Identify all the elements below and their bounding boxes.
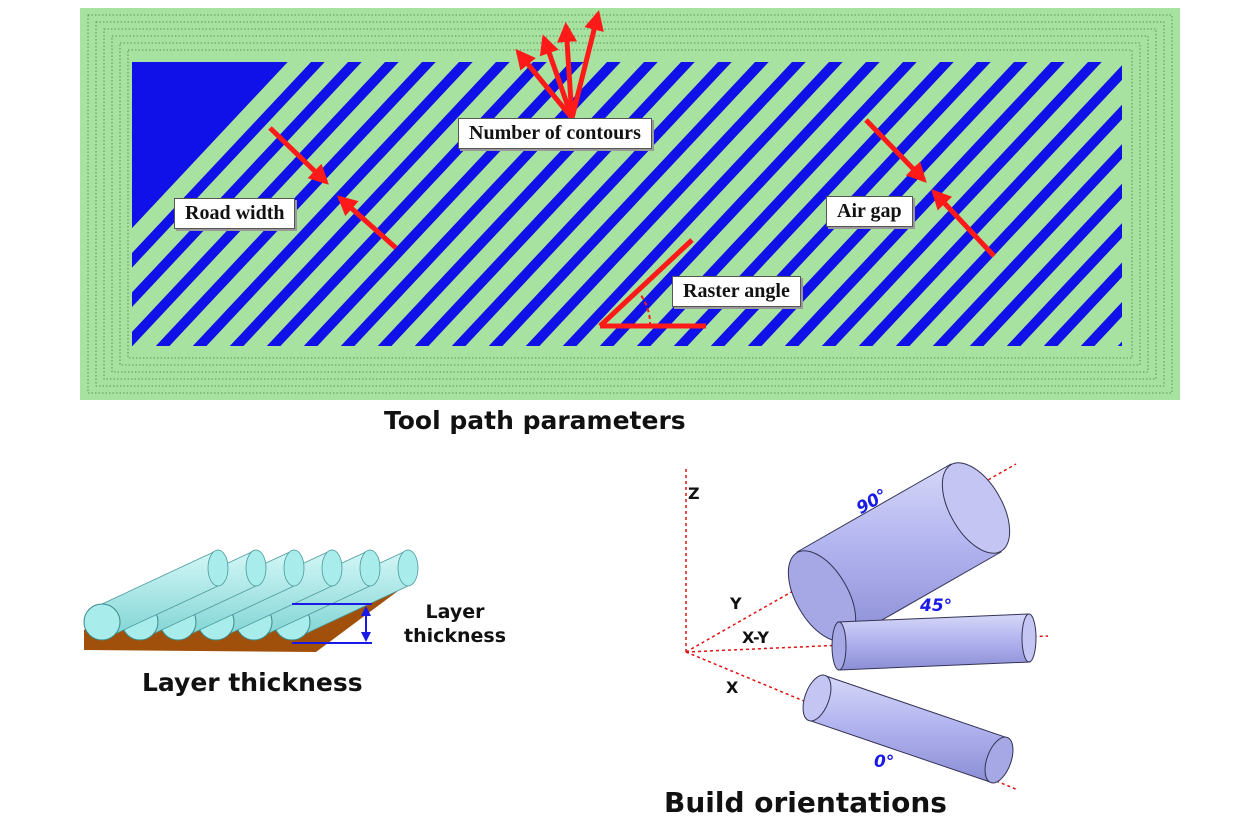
- raster-road: [1020, 237, 1122, 346]
- cylinder-45: [831, 613, 1037, 671]
- contour-arrow-3: [557, 22, 578, 119]
- air-gap-arrows: [864, 118, 996, 258]
- contour-arrow-1: [515, 48, 574, 120]
- x-axis-label: X: [726, 678, 739, 697]
- raster-road: [539, 62, 830, 346]
- air-gap-arrow-out: [931, 189, 996, 258]
- bead-front-face: [83, 603, 121, 641]
- contour-lines: [87, 14, 1173, 394]
- raster-road: [576, 62, 867, 346]
- deposited-beads: [83, 549, 419, 641]
- raster-road: [243, 62, 534, 346]
- raster-road: [946, 158, 1122, 346]
- road-width-label: Road width: [174, 198, 296, 229]
- bead-end-cap: [397, 549, 419, 587]
- raster-road: [169, 62, 460, 346]
- z-axis-label: Z: [688, 484, 700, 503]
- number-of-contours-label: Number of contours: [458, 118, 652, 149]
- raster-road: [613, 62, 904, 346]
- contour-arrows: [515, 10, 604, 120]
- raster-road: [280, 62, 571, 346]
- layer-thickness-side-label: Layer thickness: [404, 600, 506, 648]
- raster-road: [354, 62, 645, 346]
- layer-thickness-caption: Layer thickness: [142, 668, 363, 697]
- y-axis-label: Y: [730, 594, 742, 613]
- raster-road: [909, 119, 1122, 346]
- bead-end-cap: [359, 549, 381, 587]
- road-width-arrow-in: [268, 126, 329, 185]
- bead-end-cap: [245, 549, 267, 587]
- build-orientation-panel: [685, 462, 1049, 791]
- contour-arrow-2: [539, 34, 575, 119]
- raster-road: [465, 62, 756, 346]
- angle-0-label: 0°: [874, 752, 895, 772]
- bead-end-cap: [283, 549, 305, 587]
- angle-45-label: 45°: [920, 596, 953, 616]
- raster-road: [872, 79, 1122, 346]
- raster-road: [983, 198, 1122, 346]
- raster-angle-ray: [598, 238, 694, 328]
- toolpath-caption: Tool path parameters: [384, 406, 686, 435]
- raster-road: [391, 62, 682, 346]
- air-gap-label: Air gap: [826, 196, 913, 227]
- raster-angle-arc: [639, 293, 652, 327]
- raster-road: [132, 62, 312, 253]
- raster-road: [1057, 277, 1122, 346]
- cylinder-90: [787, 462, 1011, 642]
- raster-road: [502, 62, 793, 346]
- xy-axis-label: X-Y: [742, 628, 769, 647]
- build-orientations-caption: Build orientations: [664, 786, 947, 819]
- thickness-dimension: [292, 603, 372, 644]
- layer-label-line1: Layer: [425, 601, 485, 623]
- road-width-arrows: [268, 126, 398, 250]
- road-width-arrow-out: [337, 195, 398, 250]
- layer-thickness-panel: [83, 549, 419, 652]
- raster-angle-mark: [598, 238, 706, 329]
- raster-angle-label: Raster angle: [672, 276, 801, 307]
- bead-end-cap: [321, 549, 343, 587]
- raster-road: [1204, 40, 1240, 360]
- cylinder-0: [802, 674, 1014, 784]
- layer-label-line2: thickness: [404, 625, 507, 647]
- raster-road: [428, 62, 719, 346]
- air-gap-arrow-in: [864, 118, 927, 183]
- contour-arrow-4: [569, 10, 604, 119]
- raster-road: [835, 62, 1122, 346]
- bead-end-cap: [207, 549, 229, 587]
